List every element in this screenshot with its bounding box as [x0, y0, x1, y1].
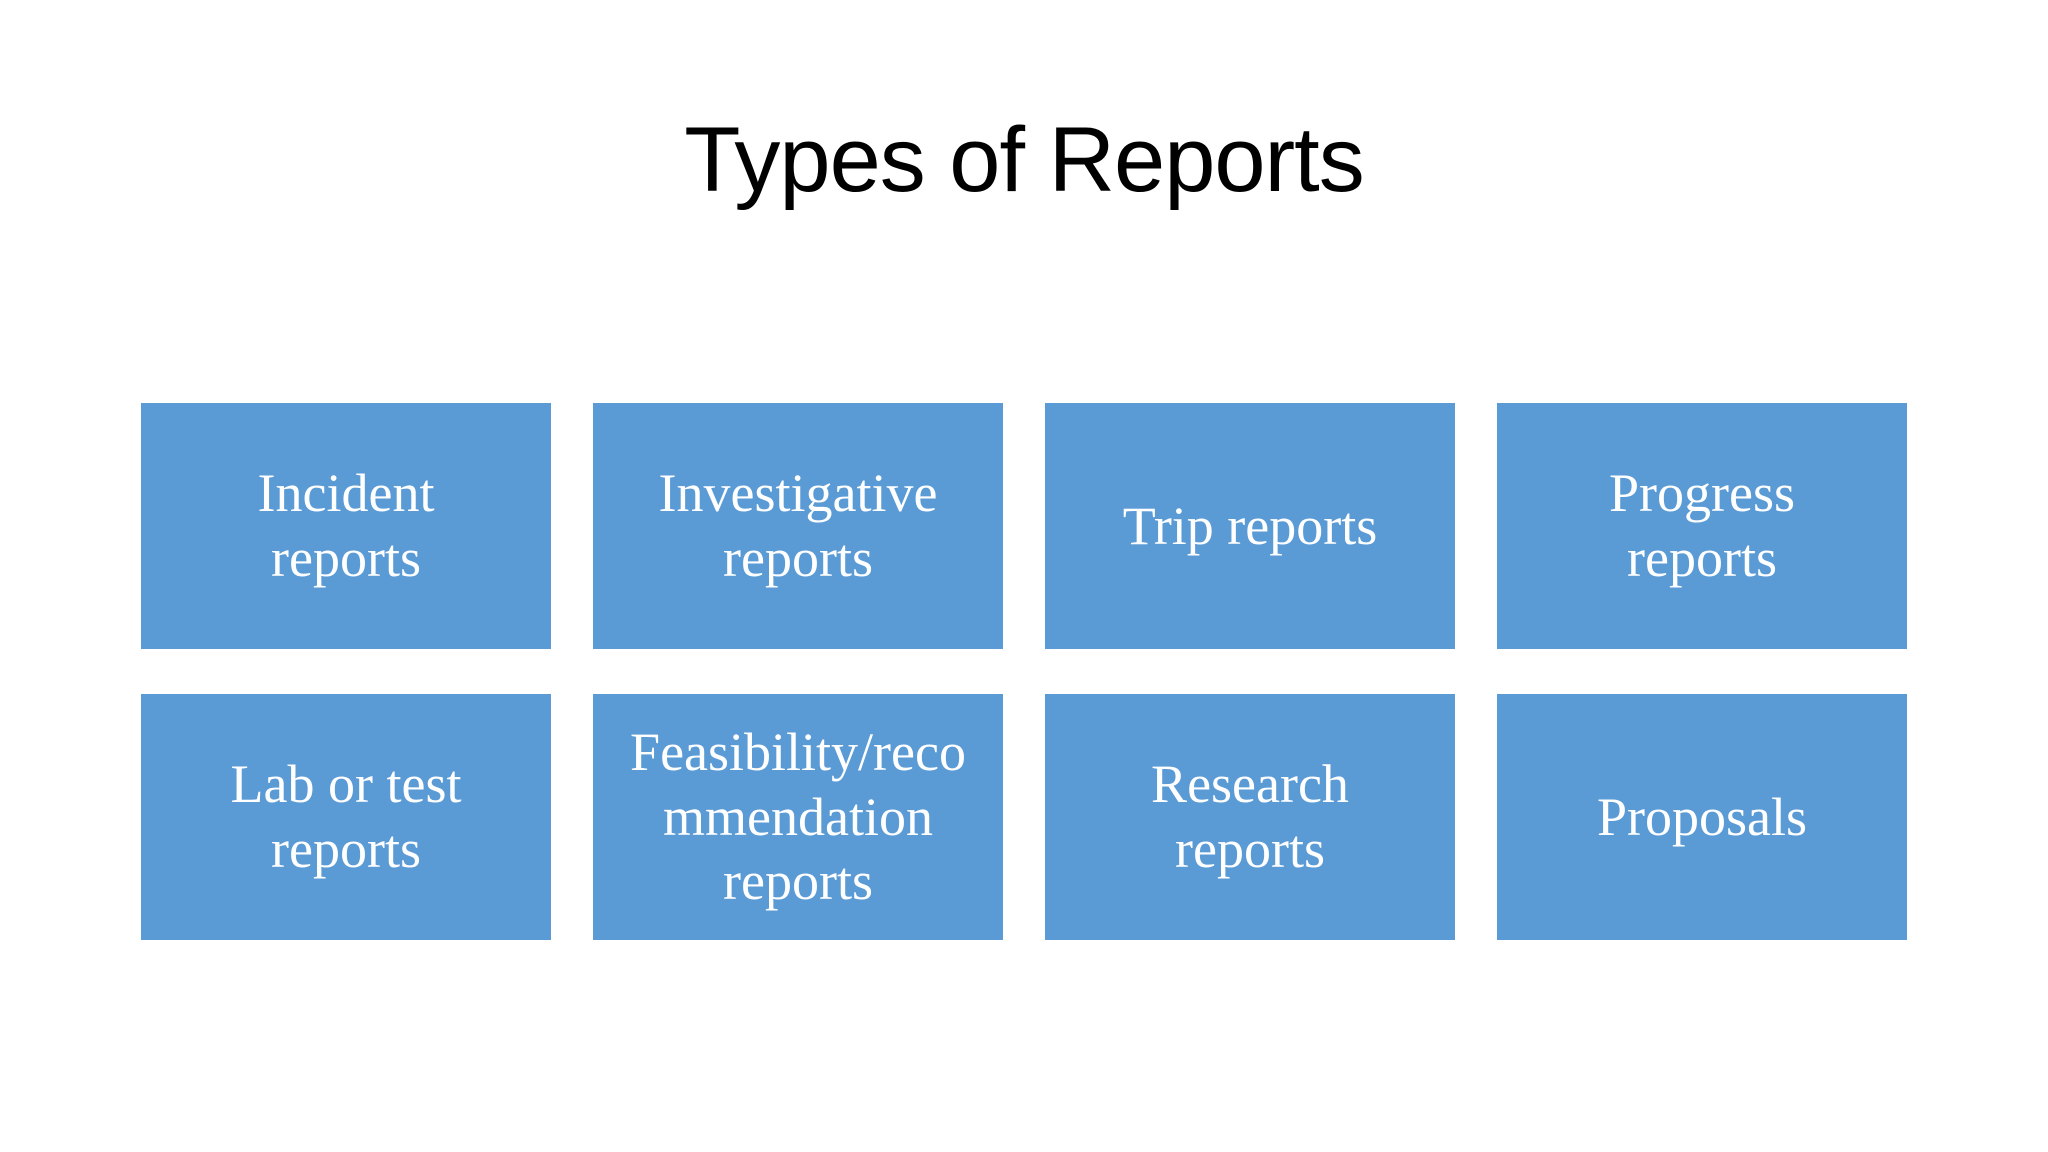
report-box-label: Proposals — [1596, 786, 1807, 847]
report-box-label: Progress reports — [1609, 463, 1795, 588]
report-box-label: Investigative reports — [658, 463, 938, 588]
report-box-label: Incident reports — [257, 463, 435, 588]
report-box-lab-or-test-reports: Lab or test reports — [141, 694, 551, 940]
report-box-feasibility-recommendation-reports: Feasibility/reco mmendation reports — [593, 694, 1003, 940]
report-box-incident-reports: Incident reports — [141, 403, 551, 649]
report-box-progress-reports: Progress reports — [1497, 403, 1907, 649]
report-box-label: Research reports — [1151, 754, 1349, 879]
report-box-label: Feasibility/reco mmendation reports — [630, 721, 966, 912]
report-box-investigative-reports: Investigative reports — [593, 403, 1003, 649]
report-box-label: Lab or test reports — [230, 754, 462, 879]
report-box-proposals: Proposals — [1497, 694, 1907, 940]
report-box-trip-reports: Trip reports — [1045, 403, 1455, 649]
report-box-research-reports: Research reports — [1045, 694, 1455, 940]
report-types-grid: Incident reports Investigative reports T… — [141, 403, 1907, 940]
report-box-label: Trip reports — [1122, 495, 1378, 556]
slide-title: Types of Reports — [684, 109, 1364, 211]
